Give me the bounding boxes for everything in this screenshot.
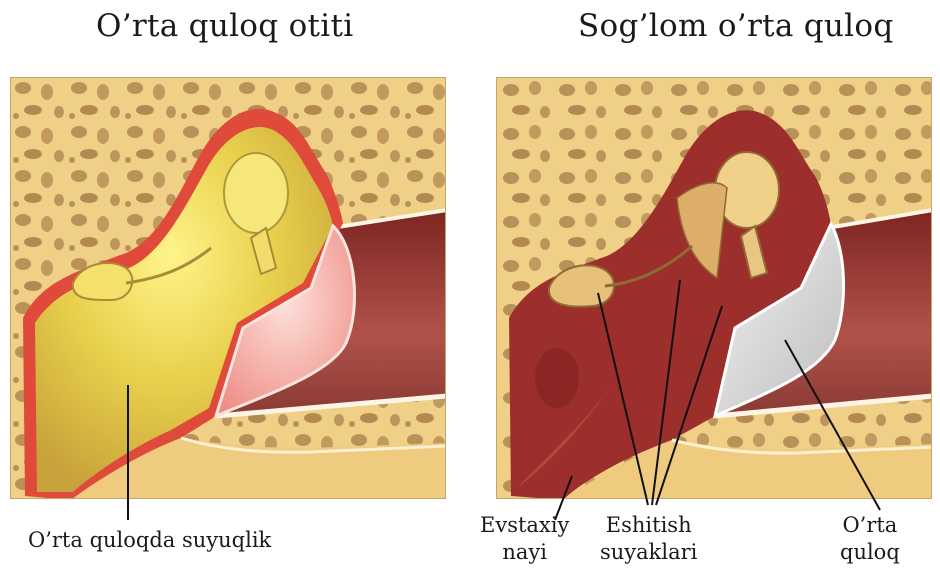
healthy-ear-illustration bbox=[496, 77, 932, 499]
otitis-illustration-svg bbox=[11, 78, 446, 499]
title-otitis: O’rta quloq otiti bbox=[96, 8, 353, 44]
otitis-illustration bbox=[10, 77, 446, 499]
label-middle-ear: O’rta quloq bbox=[840, 512, 900, 566]
label-ossicles: Eshitish suyaklari bbox=[600, 512, 697, 566]
label-eustachian-tube: Evstaxiy nayi bbox=[480, 512, 569, 566]
title-healthy-ear: Sog’lom o’rta quloq bbox=[578, 8, 894, 44]
label-fluid: O’rta quloqda suyuqlik bbox=[28, 527, 271, 554]
healthy-ear-illustration-svg bbox=[497, 78, 932, 499]
